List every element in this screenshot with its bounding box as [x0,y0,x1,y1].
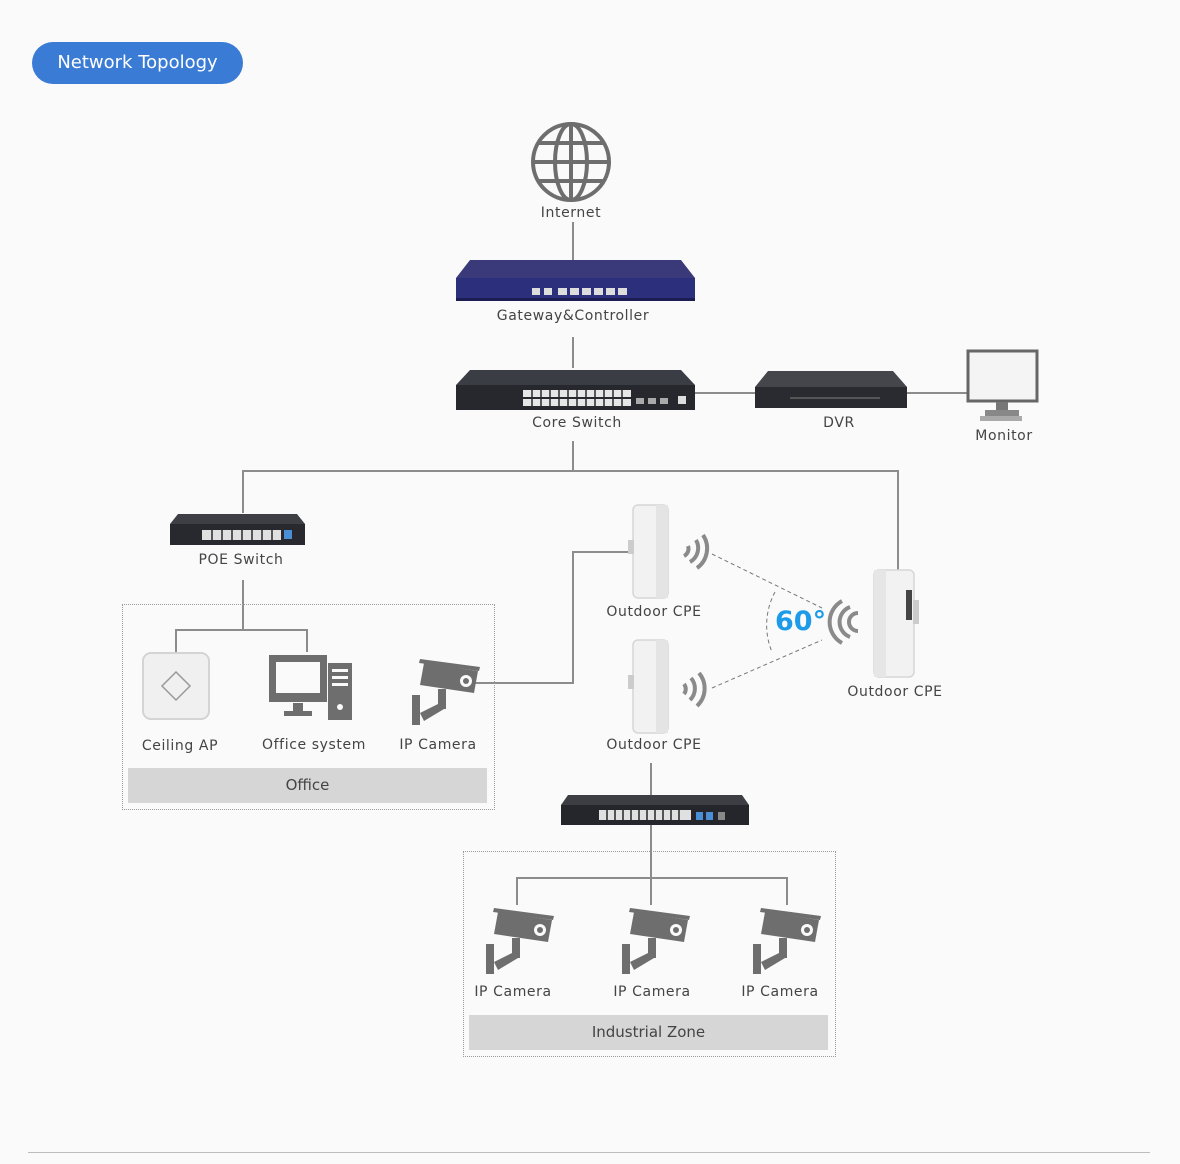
ip-camera-icon [412,659,480,725]
industrial-zone-label: Industrial Zone [469,1015,828,1050]
gateway-label: Gateway&Controller [496,308,650,324]
monitor-label: Monitor [975,428,1033,444]
wifi-signal-icon [682,671,707,708]
poe-switch-device-icon [170,514,305,545]
connection-lines [175,222,968,905]
industrial-camera-1-label: IP Camera [474,984,552,1000]
cpe-top-label: Outdoor CPE [606,604,702,620]
industrial-zone [463,851,836,1057]
cpe-bottom-label: Outdoor CPE [606,737,702,753]
ceiling-ap-label: Ceiling AP [141,738,219,754]
core-switch-device-icon [456,370,695,410]
ip-camera-icon [753,908,821,974]
monitor-icon [966,349,1039,421]
poe-switch-label: POE Switch [198,552,284,568]
industrial-switch-device-icon [561,795,749,825]
industrial-camera-3-label: IP Camera [741,984,819,1000]
gateway-device-icon [456,260,695,301]
ceiling-ap-icon [142,652,210,720]
ip-camera-icon [622,908,690,974]
dvr-device-icon [755,371,907,408]
angle-lines [711,553,823,689]
industrial-camera-2-label: IP Camera [613,984,691,1000]
outdoor-cpe-icon [628,639,669,734]
office-zone [122,604,495,810]
core-switch-label: Core Switch [532,415,622,431]
dvr-label: DVR [823,415,855,431]
internet-label: Internet [540,205,602,221]
office-system-label: Office system [262,737,366,753]
wifi-signal-icon [827,599,859,645]
outdoor-cpe-icon [873,569,919,678]
globe-icon [531,122,611,202]
office-zone-label: Office [128,768,487,803]
outdoor-cpe-icon [628,504,669,599]
page-title: Network Topology [32,42,243,84]
footer-divider [28,1152,1150,1153]
ip-camera-icon [486,908,554,974]
office-camera-label: IP Camera [399,737,477,753]
wifi-signal-icon [682,533,710,570]
desktop-computer-icon [269,655,352,720]
angle-label: 60° [775,606,827,637]
cpe-right-label: Outdoor CPE [847,684,943,700]
